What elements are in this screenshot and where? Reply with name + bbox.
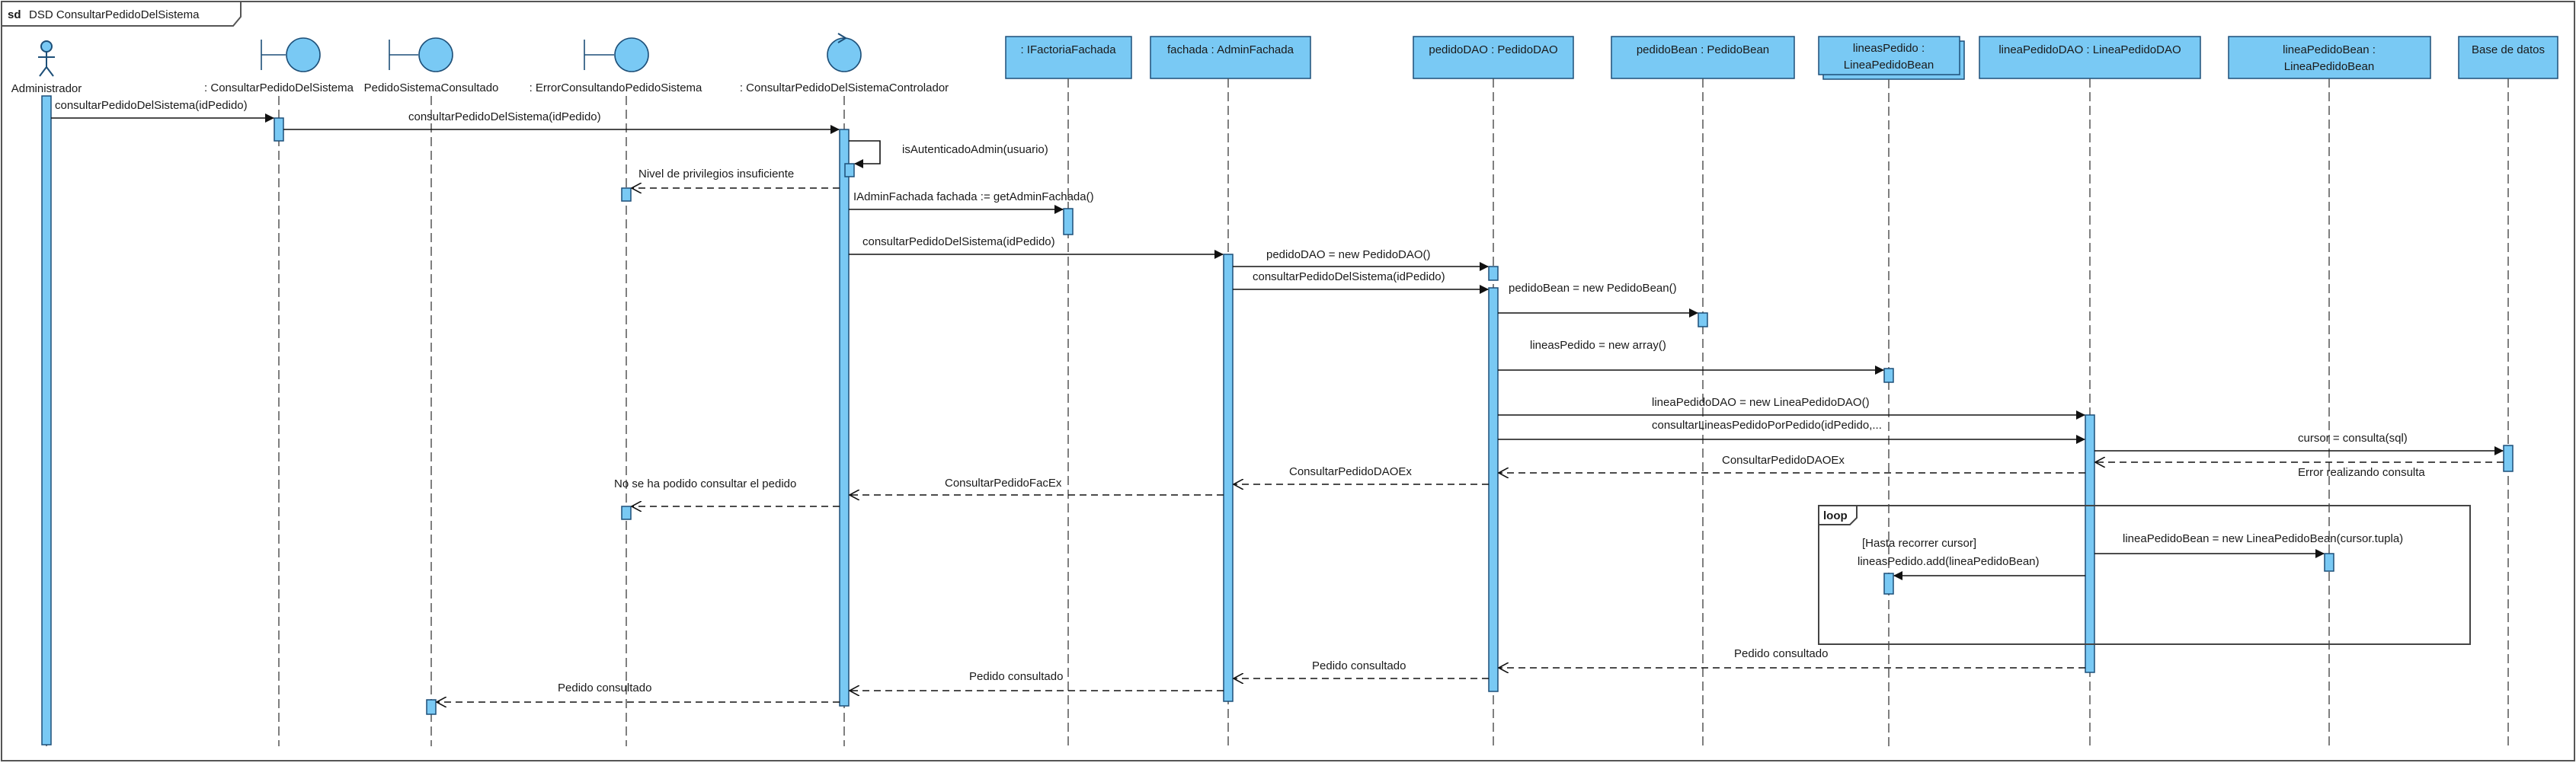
ret-consultar-pedido-dao-ex-2: ConsultarPedidoDAOEx (1234, 465, 1489, 484)
msg-new-pedido-dao: pedidoDAO = new PedidoDAO() (1233, 248, 1489, 271)
participant-label: PedidoSistemaConsultado (364, 81, 499, 94)
msg-consultar-pedido-boundary: consultarPedidoDelSistema(idPedido) (283, 110, 840, 134)
participant-label: lineasPedido : (1853, 42, 1925, 55)
ret-pedido-consultado-3: Pedido consultado (850, 670, 1224, 691)
frame-kind: sd (8, 8, 21, 21)
ret-pedido-consultado-2: Pedido consultado (1234, 659, 1489, 678)
msg-consultar-pedido-dao: consultarPedidoDelSistema(idPedido) (1233, 270, 1489, 294)
participant-label: LineaPedidoBean (1844, 59, 1934, 72)
svg-text:Pedido consultado: Pedido consultado (969, 670, 1063, 683)
svg-text:consultarPedidoDelSistema(idPe: consultarPedidoDelSistema(idPedido) (1253, 270, 1445, 283)
svg-text:lineasPedido = new array(): lineasPedido = new array() (1530, 339, 1666, 352)
participant-lineaspedido[interactable]: lineasPedido : LineaPedidoBean (1818, 36, 1965, 80)
ret-error-realizando-consulta: Error realizando consulta (2095, 462, 2504, 479)
control-icon (827, 33, 862, 72)
participant-adminfachada[interactable]: fachada : AdminFachada (1150, 36, 1311, 79)
boundary-consultarpedidodelsistema[interactable]: : ConsultarPedidoDelSistema (204, 37, 354, 94)
svg-text:lineasPedido.add(lineaPedidoBe: lineasPedido.add(lineaPedidoBean) (1858, 555, 2040, 568)
svg-text:ConsultarPedidoFacEx: ConsultarPedidoFacEx (945, 477, 1062, 490)
participant-label: : ConsultarPedidoDelSistemaControlador (740, 81, 949, 94)
svg-text:isAutenticadoAdmin(usuario): isAutenticadoAdmin(usuario) (902, 143, 1048, 156)
participant-label: fachada : AdminFachada (1167, 43, 1294, 56)
msg-is-autenticado-admin: isAutenticadoAdmin(usuario) (849, 140, 1048, 168)
participant-label: pedidoDAO : PedidoDAO (1429, 43, 1557, 56)
svg-text:pedidoBean = new PedidoBean(): pedidoBean = new PedidoBean() (1509, 282, 1677, 295)
msg-consultar-pedido-admin: consultarPedidoDelSistema(idPedido) (51, 99, 274, 123)
svg-text:consultarPedidoDelSistema(idPe: consultarPedidoDelSistema(idPedido) (862, 235, 1055, 248)
loop-guard: [Hasta recorrer cursor] (1862, 537, 1976, 550)
svg-text:Pedido consultado: Pedido consultado (1312, 659, 1406, 672)
svg-text:Nivel de privilegios insuficie: Nivel de privilegios insuficiente (638, 168, 794, 180)
msg-consultar-lineas-pedido: consultarLineasPedidoPorPedido(idPedido,… (1498, 419, 2085, 444)
boundary-icon (584, 37, 649, 72)
msg-new-linea-pedido-bean: lineaPedidoBean = new LineaPedidoBean(cu… (2094, 532, 2403, 558)
svg-text:Pedido consultado: Pedido consultado (1734, 647, 1828, 660)
ret-pedido-consultado-4: Pedido consultado (437, 682, 840, 702)
activation-bars (41, 95, 2514, 745)
msg-new-pedido-bean: pedidoBean = new PedidoBean() (1498, 282, 1698, 318)
ret-pedido-consultado-1: Pedido consultado (1499, 647, 2085, 668)
boundary-icon (389, 37, 453, 72)
svg-text:ConsultarPedidoDAOEx: ConsultarPedidoDAOEx (1289, 465, 1412, 478)
participant-lineapedidodao[interactable]: lineaPedidoDAO : LineaPedidoDAO (1979, 36, 2201, 79)
participant-label: : ConsultarPedidoDelSistema (204, 81, 354, 94)
ret-nivel-privilegios: Nivel de privilegios insuficiente (632, 168, 840, 188)
participant-label: lineaPedidoBean : (2283, 43, 2376, 56)
participant-label: LineaPedidoBean (2284, 60, 2374, 73)
participant-pedidodao[interactable]: pedidoDAO : PedidoDAO (1413, 36, 1574, 79)
msg-new-linea-pedido-dao: lineaPedidoDAO = new LineaPedidoDAO() (1498, 396, 2085, 420)
participant-label: Administrador (11, 82, 82, 95)
participant-label: Base de datos (2472, 43, 2545, 56)
participant-base-de-datos[interactable]: Base de datos (2458, 36, 2558, 79)
ret-consultar-pedido-fac-ex: ConsultarPedidoFacEx (850, 477, 1224, 495)
ret-no-se-ha-podido-consultar: No se ha podido consultar el pedido (614, 477, 840, 506)
msg-consultar-pedido-fachada: consultarPedidoDelSistema(idPedido) (849, 235, 1224, 259)
actor-administrador[interactable]: Administrador (11, 40, 82, 95)
loop-label: loop (1823, 509, 1848, 522)
participant-ifactoriafachada[interactable]: : IFactoriaFachada (1005, 36, 1132, 79)
svg-text:ConsultarPedidoDAOEx: ConsultarPedidoDAOEx (1722, 454, 1845, 467)
participant-label: pedidoBean : PedidoBean (1637, 43, 1769, 56)
svg-text:consultarPedidoDelSistema(idPe: consultarPedidoDelSistema(idPedido) (55, 99, 248, 112)
msg-new-array: lineasPedido = new array() (1498, 339, 1884, 375)
svg-text:lineaPedidoDAO = new LineaPedi: lineaPedidoDAO = new LineaPedidoDAO() (1652, 396, 1870, 409)
svg-text:Pedido consultado: Pedido consultado (558, 682, 651, 694)
svg-text:IAdminFachada fachada := getAd: IAdminFachada fachada := getAdminFachada… (853, 190, 1094, 203)
svg-text:consultarPedidoDelSistema(idPe: consultarPedidoDelSistema(idPedido) (408, 110, 601, 123)
svg-text:Error realizando consulta: Error realizando consulta (2298, 466, 2425, 479)
actor-icon (38, 40, 55, 77)
boundary-errorconsultandopedidosistema[interactable]: : ErrorConsultandoPedidoSistema (530, 37, 702, 94)
msg-lineas-pedido-add: lineasPedido.add(lineaPedidoBean) (1858, 555, 2085, 580)
frame-title-tab: sd DSD ConsultarPedidoDelSistema (1, 1, 242, 27)
participant-lineapedidobean[interactable]: lineaPedidoBean : LineaPedidoBean (2228, 36, 2431, 79)
participant-label: lineaPedidoDAO : LineaPedidoDAO (1998, 43, 2181, 56)
ret-consultar-pedido-dao-ex-1: ConsultarPedidoDAOEx (1499, 454, 2085, 473)
msg-cursor-consulta: cursor = consulta(sql) (2094, 432, 2504, 455)
boundary-pedidosistemaconsultado[interactable]: PedidoSistemaConsultado (364, 37, 499, 94)
boundary-icon (261, 37, 321, 72)
svg-text:cursor = consulta(sql): cursor = consulta(sql) (2298, 432, 2408, 445)
svg-text:consultarLineasPedidoPorPedido: consultarLineasPedidoPorPedido(idPedido,… (1652, 419, 1882, 432)
diagram-title: DSD ConsultarPedidoDelSistema (29, 8, 200, 21)
loop-fragment: loop [Hasta recorrer cursor] (1818, 505, 2471, 645)
participant-label: : IFactoriaFachada (1020, 43, 1116, 56)
participant-label: : ErrorConsultandoPedidoSistema (530, 81, 702, 94)
msg-get-admin-fachada: IAdminFachada fachada := getAdminFachada… (849, 190, 1094, 214)
svg-text:pedidoDAO = new PedidoDAO(): pedidoDAO = new PedidoDAO() (1266, 248, 1431, 261)
svg-text:lineaPedidoBean = new LineaPed: lineaPedidoBean = new LineaPedidoBean(cu… (2123, 532, 2403, 545)
participant-pedidobean[interactable]: pedidoBean : PedidoBean (1611, 36, 1795, 79)
svg-text:No se ha podido consultar el p: No se ha podido consultar el pedido (614, 477, 796, 490)
control-consultarpedidodelsistemacontrolador[interactable]: : ConsultarPedidoDelSistemaControlador (740, 33, 949, 94)
